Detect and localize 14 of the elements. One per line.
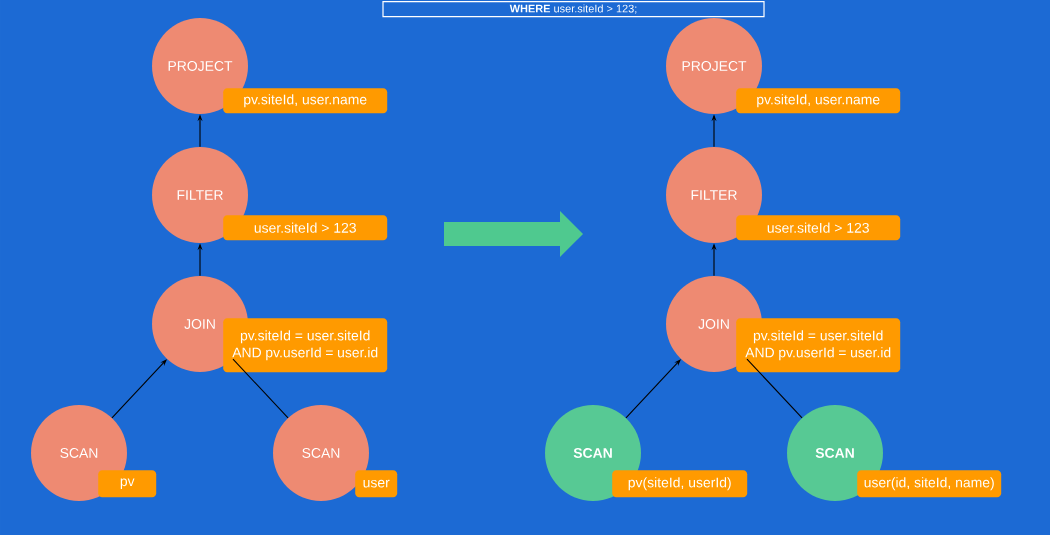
condition-tag: pv.siteId, user.name xyxy=(223,88,388,114)
condition-tag: pv.siteId = user.siteId AND pv.userId = user.id xyxy=(736,318,901,373)
connector xyxy=(625,359,681,419)
query-box: WHERE user.siteId > 123; xyxy=(382,1,765,18)
condition-tag: user.siteId > 123 xyxy=(223,215,388,241)
connector xyxy=(232,358,289,419)
condition-tag: pv(siteId, userId) xyxy=(612,470,748,498)
condition-tag: pv xyxy=(98,470,157,498)
condition-tag: pv.siteId, user.name xyxy=(736,88,901,114)
condition-tag: pv.siteId = user.siteId AND pv.userId = user.id xyxy=(223,318,388,373)
condition-tag: user xyxy=(355,470,398,498)
condition-tag: user.siteId > 123 xyxy=(736,215,901,241)
condition-tag: user(id, siteId, name) xyxy=(857,470,1002,498)
connector xyxy=(746,358,803,419)
